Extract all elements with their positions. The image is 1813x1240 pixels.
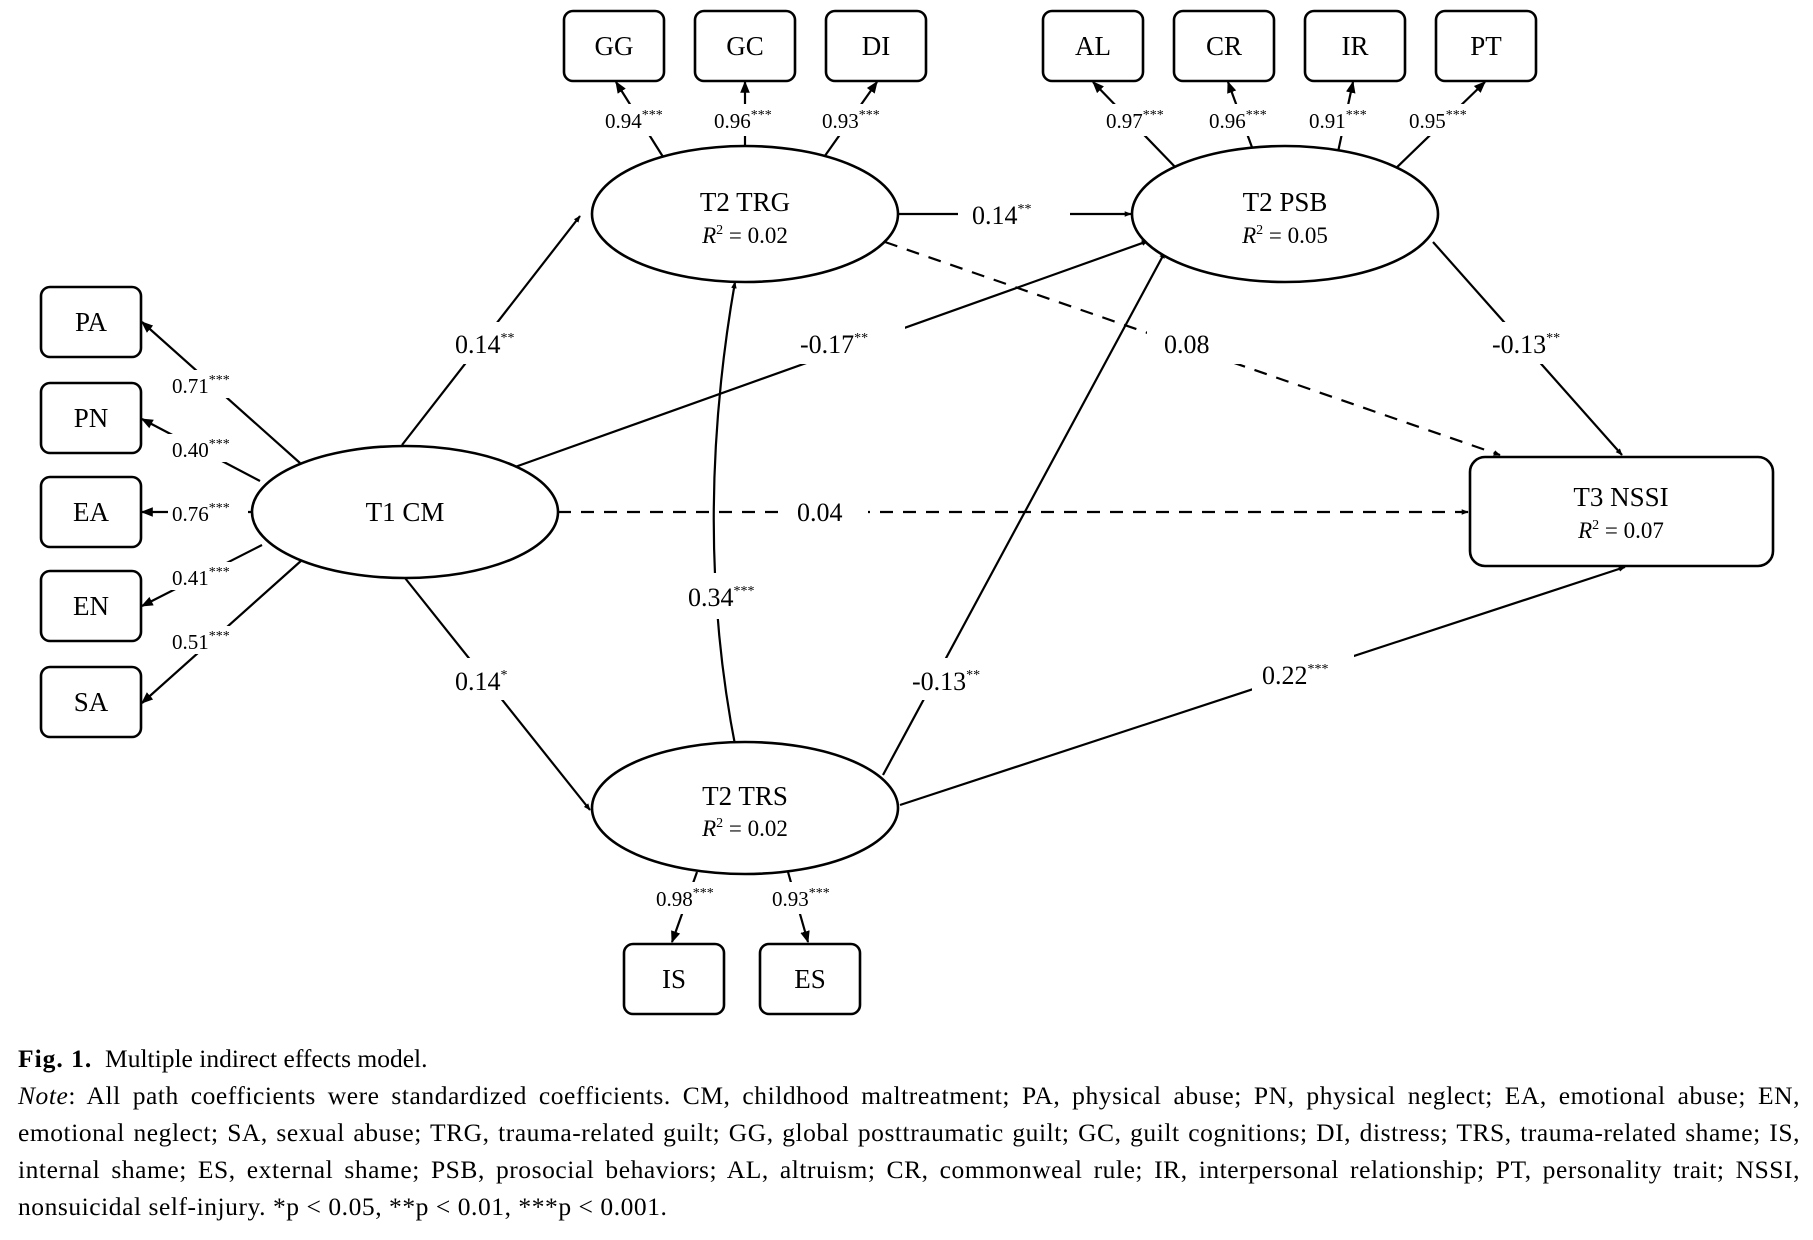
loading-is: 0.98***: [656, 886, 714, 911]
outcome-nssi-label: T3 NSSI: [1573, 482, 1668, 512]
coef-trg-nssi: 0.08: [1164, 330, 1210, 359]
indicator-cr: CR: [1172, 9, 1276, 83]
coef-cm-trs: 0.14*: [455, 667, 508, 696]
svg-text:GG: GG: [595, 31, 634, 61]
figure-title-line: Fig. 1. Multiple indirect effects model.: [18, 1040, 1800, 1077]
indicator-gg: GG: [562, 9, 666, 83]
figure-label: Fig. 1.: [18, 1044, 93, 1073]
svg-text:AL: AL: [1075, 31, 1111, 61]
note-text: : All path coefficients were standardize…: [18, 1081, 1800, 1221]
coef-cm-trg: 0.14**: [455, 330, 515, 359]
svg-text:IR: IR: [1342, 31, 1369, 61]
indicator-sa: SA: [39, 665, 143, 739]
coef-trg-trs: 0.34***: [688, 583, 755, 612]
svg-text:CR: CR: [1206, 31, 1242, 61]
outcome-nssi-r2: R2 = 0.07: [1577, 518, 1664, 543]
loading-en: 0.41***: [172, 565, 230, 590]
latent-trg-label: T2 TRG: [700, 187, 790, 217]
latent-psb-label: T2 PSB: [1243, 187, 1328, 217]
indicator-en: EN: [39, 569, 143, 643]
indicator-ir: IR: [1303, 9, 1407, 83]
figure-note: Note: All path coefficients were standar…: [18, 1077, 1800, 1225]
indicator-di: DI: [824, 9, 928, 83]
latent-psb-r2: R2 = 0.05: [1241, 223, 1328, 248]
loading-es: 0.93***: [772, 886, 830, 911]
latent-trs: T2 TRS R2 = 0.02: [590, 740, 900, 876]
loading-pn: 0.40***: [172, 437, 230, 462]
outcome-nssi: T3 NSSI R2 = 0.07: [1468, 455, 1775, 568]
svg-text:SA: SA: [74, 687, 109, 717]
svg-text:PT: PT: [1470, 31, 1502, 61]
latent-cm-label: T1 CM: [366, 497, 445, 527]
indicator-es: ES: [758, 942, 862, 1016]
coef-trs-psb: -0.13**: [912, 667, 980, 696]
loading-di: 0.93***: [822, 108, 880, 133]
loading-pa: 0.71***: [172, 373, 230, 398]
path-coefficients: 0.14** -0.17** 0.04 0.14* 0.14** 0.08 -0…: [440, 193, 1594, 700]
loading-gg: 0.94***: [605, 108, 663, 133]
loading-pt: 0.95***: [1409, 108, 1467, 133]
loading-ir: 0.91***: [1309, 108, 1367, 133]
factor-loadings: 0.71*** 0.40*** 0.76*** 0.41*** 0.51*** …: [168, 104, 1491, 914]
latent-trs-label: T2 TRS: [702, 781, 788, 811]
loading-cr: 0.96***: [1209, 108, 1267, 133]
svg-text:PA: PA: [75, 307, 108, 337]
loading-gc: 0.96***: [714, 108, 772, 133]
loading-al: 0.97***: [1106, 108, 1164, 133]
indicator-pa: PA: [39, 285, 143, 359]
indicator-gc: GC: [693, 9, 797, 83]
indicator-al: AL: [1041, 9, 1145, 83]
svg-text:GC: GC: [726, 31, 764, 61]
figure-title: Multiple indirect effects model.: [105, 1044, 428, 1073]
svg-text:DI: DI: [862, 31, 891, 61]
svg-text:EN: EN: [73, 591, 109, 621]
loading-sa: 0.51***: [172, 629, 230, 654]
coef-trs-nssi: 0.22***: [1262, 661, 1329, 690]
note-label: Note: [18, 1081, 69, 1110]
coef-cm-nssi: 0.04: [797, 498, 843, 527]
path-covariance-trg-trs: [712, 281, 738, 751]
latent-trg-r2: R2 = 0.02: [701, 223, 788, 248]
latent-cm: T1 CM: [250, 444, 560, 580]
svg-text:IS: IS: [662, 964, 686, 994]
svg-text:ES: ES: [794, 964, 826, 994]
latent-psb: T2 PSB R2 = 0.05: [1130, 144, 1440, 284]
figure-caption: Fig. 1. Multiple indirect effects model.…: [18, 1040, 1800, 1225]
latent-trg: T2 TRG R2 = 0.02: [590, 144, 900, 284]
indicator-ea: EA: [39, 475, 143, 549]
coef-trg-psb: 0.14**: [972, 201, 1032, 230]
indicator-is: IS: [622, 942, 726, 1016]
indicator-pt: PT: [1434, 9, 1538, 83]
latent-trs-r2: R2 = 0.02: [701, 816, 788, 841]
svg-text:PN: PN: [74, 403, 109, 433]
indicator-pn: PN: [39, 381, 143, 455]
loading-ea: 0.76***: [172, 501, 230, 526]
coef-cm-psb: -0.17**: [800, 330, 868, 359]
svg-text:EA: EA: [73, 497, 109, 527]
path-diagram: 0.14** -0.17** 0.04 0.14* 0.14** 0.08 -0…: [39, 9, 1775, 1016]
coef-psb-nssi: -0.13**: [1492, 330, 1560, 359]
